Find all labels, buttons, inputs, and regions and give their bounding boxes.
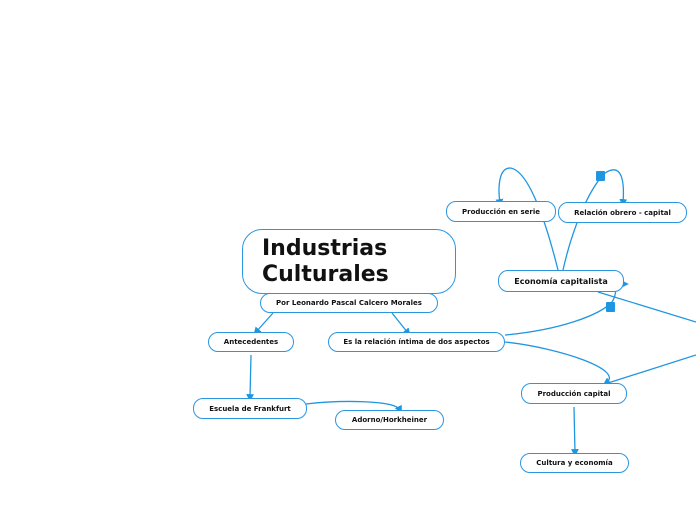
edge-economia-offscreen bbox=[597, 291, 696, 323]
produccion-capital-node[interactable]: Producción capital bbox=[521, 383, 627, 404]
subtitle-node[interactable]: Por Leonardo Pascal Calcero Morales bbox=[260, 293, 438, 313]
edge-economia-serie bbox=[495, 167, 559, 271]
relacion-obrero-node[interactable]: Relación obrero - capital bbox=[558, 202, 687, 223]
economia-node[interactable]: Economía capitalista bbox=[498, 270, 624, 292]
adorno-node[interactable]: Adorno/Horkheiner bbox=[335, 410, 444, 430]
central-topic-label: Industrias Culturales bbox=[262, 235, 389, 287]
escuela-node[interactable]: Escuela de Frankfurt bbox=[193, 398, 307, 419]
edge-subtitle-relacion bbox=[391, 312, 411, 337]
node-label: Producción en serie bbox=[462, 207, 540, 216]
edge-produccion-cultura bbox=[571, 406, 579, 457]
relation-handle bbox=[606, 302, 615, 312]
node-label: Es la relación íntima de dos aspectos bbox=[343, 338, 490, 346]
node-label: Producción capital bbox=[537, 389, 611, 398]
antecedentes-node[interactable]: Antecedentes bbox=[208, 332, 294, 352]
relation-handle bbox=[596, 171, 605, 181]
produccion-serie-node[interactable]: Producción en serie bbox=[446, 201, 556, 222]
edge-offscreen-produccion bbox=[607, 354, 696, 384]
cultura-node[interactable]: Cultura y economía bbox=[520, 453, 629, 473]
central-topic[interactable]: Industrias Culturales bbox=[242, 229, 456, 294]
node-label: Por Leonardo Pascal Calcero Morales bbox=[276, 299, 422, 307]
edge-escuela-adorno bbox=[305, 400, 402, 414]
node-label: Antecedentes bbox=[223, 338, 279, 346]
edge-subtitle-antecedentes bbox=[253, 312, 274, 335]
node-label: Adorno/Horkheiner bbox=[351, 416, 428, 424]
node-label: Relación obrero - capital bbox=[574, 208, 671, 217]
node-label: Cultura y economía bbox=[536, 459, 613, 467]
node-label: Economía capitalista bbox=[514, 276, 608, 286]
edge-relacion-produccion bbox=[504, 341, 612, 386]
node-label: Escuela de Frankfurt bbox=[209, 404, 291, 413]
edge-antecedentes-escuela bbox=[246, 354, 254, 402]
relacion-intima-node[interactable]: Es la relación íntima de dos aspectos bbox=[328, 332, 505, 352]
